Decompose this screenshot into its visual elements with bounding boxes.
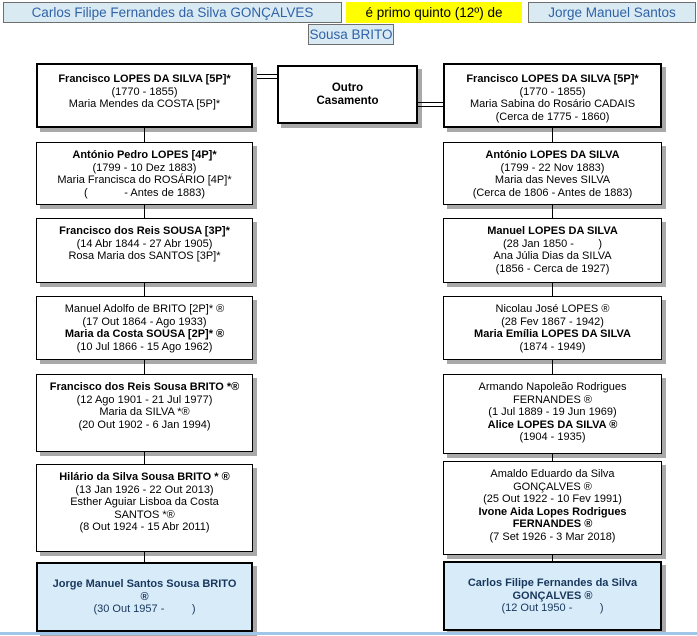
marriage-box[interactable]: Outro Casamento xyxy=(277,65,418,124)
ancestor-box-left-1[interactable]: Francisco LOPES DA SILVA [5P]*(1770 - 18… xyxy=(36,63,253,128)
person-line: Maria Mendes da COSTA [5P]* xyxy=(68,98,221,110)
ancestor-box-right-2[interactable]: António LOPES DA SILVA(1799 - 22 Nov 188… xyxy=(443,142,662,205)
person-line: Armando Napoleão Rodrigues FERNANDES ® xyxy=(478,381,627,406)
ancestor-box-left-7[interactable]: Jorge Manuel Santos Sousa BRITO ®(30 Out… xyxy=(36,562,253,632)
relationship-label: é primo quinto (12º) de xyxy=(346,2,522,23)
ancestor-box-left-4[interactable]: Manuel Adolfo de BRITO [2P]* ®(17 Out 18… xyxy=(36,296,253,360)
person-line: (28 Jan 1850 - ) xyxy=(502,237,603,250)
person-b-name-line2[interactable]: Sousa BRITO xyxy=(308,24,394,45)
person-line: Hilário da Silva Sousa BRITO * ® xyxy=(59,471,230,483)
person-line: (1799 - 10 Dez 1883) xyxy=(92,161,197,174)
person-line: Francisco dos Reis SOUSA [3P]* xyxy=(59,225,230,237)
person-line: Esther Aguiar Lisboa da Costa SANTOS *® xyxy=(70,496,219,521)
descent-connector xyxy=(552,454,553,461)
descent-connector xyxy=(552,360,553,374)
person-line: (1799 - 22 Nov 1883) xyxy=(500,161,605,174)
descent-connector xyxy=(552,128,553,142)
person-line: Maria Sabina do Rosário CADAIS xyxy=(469,98,636,110)
descent-connector xyxy=(552,283,553,296)
person-line: Jorge Manuel Santos Sousa BRITO ® xyxy=(52,578,237,603)
person-line: Francisco LOPES DA SILVA [5P]* xyxy=(466,73,639,85)
person-line: (1904 - 1935) xyxy=(519,431,586,443)
descent-connector xyxy=(144,283,145,296)
descent-connector xyxy=(144,552,145,562)
person-line: (20 Out 1902 - 6 Jan 1994) xyxy=(78,418,211,431)
person-line: Maria das Neves SILVA xyxy=(494,174,611,186)
person-line: (1770 - 1855) xyxy=(111,85,178,98)
person-line: (1 Jul 1889 - 19 Jun 1969) xyxy=(488,406,617,418)
person-line: (12 Ago 1901 - 21 Jul 1977) xyxy=(76,393,213,406)
person-line: Maria da Costa SOUSA [2P]* ® xyxy=(64,328,225,340)
marriage-connector-left xyxy=(251,74,277,79)
person-line: Amaldo Eduardo da Silva GONÇALVES ® xyxy=(490,468,615,493)
person-line: (7 Set 1926 - 3 Mar 2018) xyxy=(489,530,616,543)
person-line: (8 Out 1924 - 15 Abr 2011) xyxy=(79,521,210,533)
person-line: Ivone Aida Lopes Rodrigues FERNANDES ® xyxy=(478,505,627,531)
ancestor-box-right-5[interactable]: Armando Napoleão Rodrigues FERNANDES ®(1… xyxy=(443,374,662,454)
person-line: Ana Júlia Dias da SILVA xyxy=(493,250,612,262)
person-line: (30 Out 1957 - ) xyxy=(93,603,196,616)
ancestor-box-right-7[interactable]: Carlos Filipe Fernandes da Silva GONÇALV… xyxy=(443,561,662,631)
person-line: (12 Out 1950 - ) xyxy=(501,602,604,615)
person-line: (28 Fev 1867 - 1942) xyxy=(501,315,604,328)
person-line: Manuel Adolfo de BRITO [2P]* ® xyxy=(64,303,225,315)
marriage-connector-right xyxy=(418,102,443,107)
person-line: Francisco LOPES DA SILVA [5P]* xyxy=(58,73,231,85)
bottom-divider xyxy=(0,632,697,635)
person-line: (1770 - 1855) xyxy=(519,85,586,98)
marriage-box-line: Outro xyxy=(331,81,364,94)
ancestor-box-right-4[interactable]: Nicolau José LOPES ®(28 Fev 1867 - 1942)… xyxy=(443,296,662,360)
person-line: Carlos Filipe Fernandes da Silva GONÇALV… xyxy=(467,577,638,602)
descent-connector xyxy=(144,452,145,464)
person-line: Nicolau José LOPES ® xyxy=(495,303,610,315)
person-line: Maria Emília LOPES DA SILVA xyxy=(474,328,631,340)
person-line: (17 Out 1864 - Ago 1933) xyxy=(82,315,207,328)
ancestor-box-right-1[interactable]: Francisco LOPES DA SILVA [5P]*(1770 - 18… xyxy=(443,63,662,128)
person-b-name-line1[interactable]: Jorge Manuel Santos xyxy=(528,2,696,23)
person-line: António LOPES DA SILVA xyxy=(485,149,620,161)
ancestor-box-left-3[interactable]: Francisco dos Reis SOUSA [3P]*(14 Abr 18… xyxy=(36,218,253,283)
person-line: (25 Out 1922 - 10 Fev 1991) xyxy=(483,493,622,505)
ancestor-box-right-3[interactable]: Manuel LOPES DA SILVA(28 Jan 1850 - )Ana… xyxy=(443,218,662,283)
descent-connector xyxy=(144,360,145,374)
person-line: (10 Jul 1866 - 15 Ago 1962) xyxy=(76,340,213,353)
ancestor-box-left-5[interactable]: Francisco dos Reis Sousa BRITO *®(12 Ago… xyxy=(36,374,253,452)
person-line: (Cerca de 1806 - Antes de 1883) xyxy=(472,186,633,199)
person-line: (Cerca de 1775 - 1860) xyxy=(495,110,610,123)
descent-connector xyxy=(552,555,553,561)
person-line: Manuel LOPES DA SILVA xyxy=(487,225,618,237)
person-line: António Pedro LOPES [4P]* xyxy=(72,149,217,161)
person-line: (14 Abr 1844 - 27 Abr 1905) xyxy=(76,237,213,250)
person-line: Maria Francisca do ROSÁRIO [4P]* xyxy=(57,174,232,186)
person-line: (1874 - 1949) xyxy=(519,340,586,353)
descent-connector xyxy=(144,205,145,218)
ancestor-box-left-2[interactable]: António Pedro LOPES [4P]*(1799 - 10 Dez … xyxy=(36,142,253,205)
person-a-name[interactable]: Carlos Filipe Fernandes da Silva GONÇALV… xyxy=(3,2,342,23)
descent-connector xyxy=(552,205,553,218)
marriage-box-line: Casamento xyxy=(316,94,379,107)
ancestor-box-right-6[interactable]: Amaldo Eduardo da Silva GONÇALVES ®(25 O… xyxy=(443,461,662,555)
person-line: Francisco dos Reis Sousa BRITO *® xyxy=(49,381,240,393)
ancestor-box-left-6[interactable]: Hilário da Silva Sousa BRITO * ®(13 Jan … xyxy=(36,464,253,552)
descent-connector xyxy=(144,128,145,142)
person-line: (1856 - Cerca de 1927) xyxy=(495,262,610,275)
person-line: Maria da SILVA *® xyxy=(99,406,190,418)
person-line: Rosa Maria dos SANTOS [3P]* xyxy=(68,250,221,262)
person-line: (13 Jan 1926 - 22 Out 2013) xyxy=(75,483,214,496)
person-line: ( - Antes de 1883) xyxy=(83,186,206,199)
person-line: Alice LOPES DA SILVA ® xyxy=(487,418,618,431)
